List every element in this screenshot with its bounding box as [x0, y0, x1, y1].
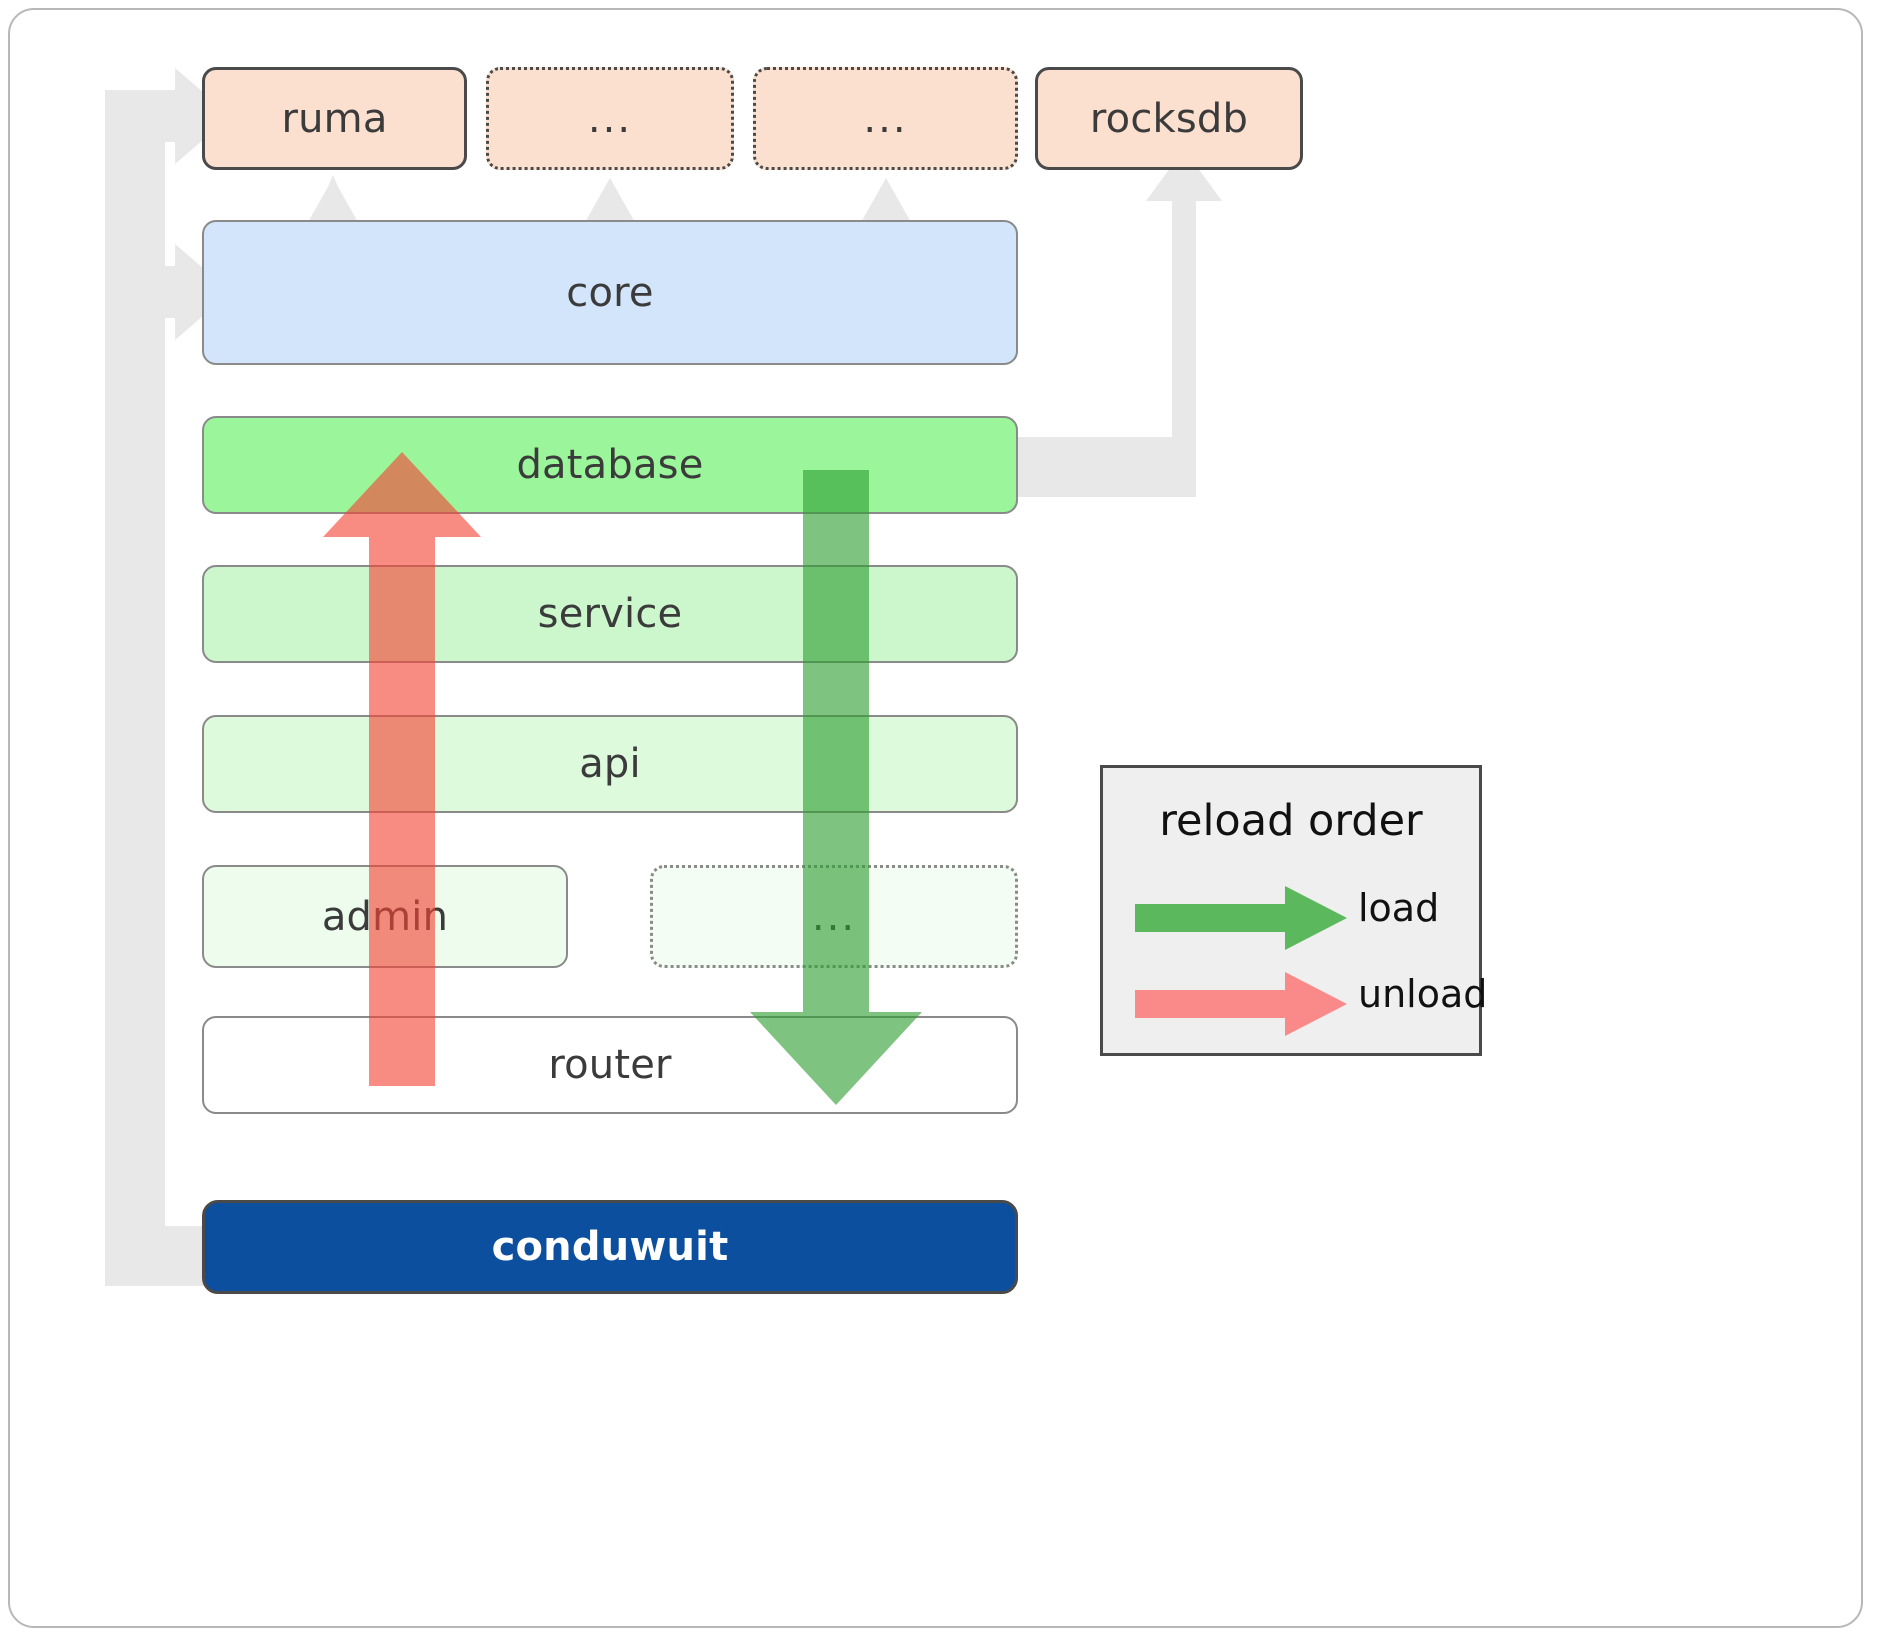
- crate-admin[interactable]: admin: [202, 865, 568, 968]
- external-crate-rocksdb-label: rocksdb: [1089, 95, 1249, 142]
- external-crate-placeholder-2[interactable]: ...: [753, 67, 1018, 170]
- legend-load-arrow-icon: [1135, 886, 1347, 950]
- crate-core-label: core: [566, 269, 654, 316]
- crate-placeholder-bottom-label: ...: [811, 893, 857, 940]
- crate-conduwuit-root-label: conduwuit: [491, 1224, 729, 1270]
- crate-router-label: router: [548, 1042, 672, 1088]
- crate-api-label: api: [579, 741, 641, 787]
- legend-title: reload order: [1159, 796, 1423, 846]
- crate-database[interactable]: database: [202, 416, 1018, 514]
- crate-service-label: service: [537, 591, 683, 637]
- legend-unload-arrow-icon: [1135, 972, 1347, 1036]
- crate-admin-label: admin: [321, 893, 449, 940]
- external-crate-rocksdb[interactable]: rocksdb: [1035, 67, 1303, 170]
- crate-database-label: database: [516, 442, 704, 488]
- external-crate-placeholder-1[interactable]: ...: [486, 67, 734, 170]
- external-crate-ruma[interactable]: ruma: [202, 67, 467, 170]
- external-crate-placeholder-1-label: ...: [587, 95, 633, 142]
- legend-load-label: load: [1358, 886, 1440, 930]
- crate-conduwuit-root[interactable]: conduwuit: [202, 1200, 1018, 1294]
- crate-service[interactable]: service: [202, 565, 1018, 663]
- crate-router[interactable]: router: [202, 1016, 1018, 1114]
- crate-placeholder-bottom[interactable]: ...: [650, 865, 1018, 968]
- legend-panel: reload order load unload: [1100, 765, 1487, 1056]
- crate-core[interactable]: core: [202, 220, 1018, 365]
- legend-unload-label: unload: [1358, 972, 1488, 1016]
- crate-api[interactable]: api: [202, 715, 1018, 813]
- external-crate-placeholder-2-label: ...: [863, 95, 908, 142]
- external-crate-ruma-label: ruma: [281, 95, 388, 142]
